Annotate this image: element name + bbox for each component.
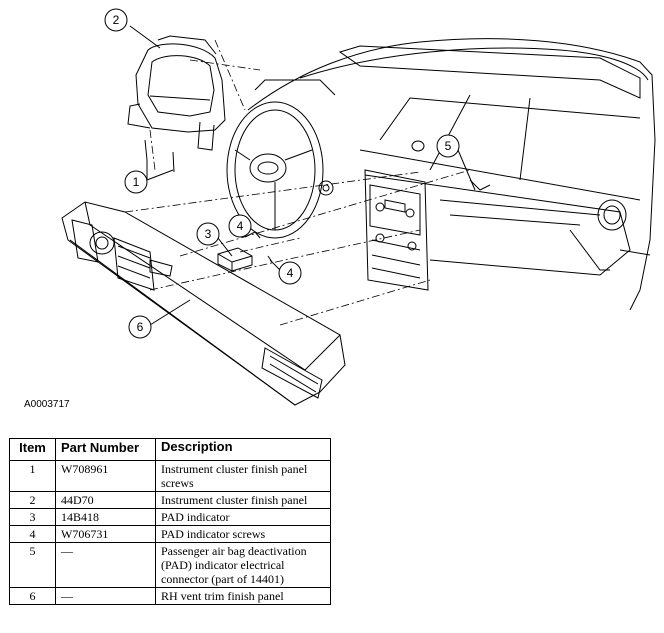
- callout-5: 5: [436, 134, 460, 158]
- leader-lines: [129, 25, 476, 326]
- description-cell: Passenger air bag deactivation (PAD) ind…: [155, 542, 331, 588]
- table-header-row: Item Part Number Description: [9, 438, 331, 461]
- part-number-cell: 44D70: [55, 491, 156, 509]
- svg-text:1: 1: [133, 175, 140, 189]
- figure-id: A0003717: [24, 399, 70, 410]
- item-cell: 5: [9, 542, 56, 588]
- radio-center-stack: [364, 169, 429, 291]
- description-cell: RH vent trim finish panel: [155, 587, 331, 605]
- item-cell: 2: [9, 491, 56, 509]
- svg-text:2: 2: [113, 13, 120, 27]
- svg-text:4: 4: [287, 266, 294, 280]
- header-item: Item: [9, 438, 56, 461]
- steering-wheel: [226, 79, 336, 239]
- item-cell: 3: [9, 508, 56, 526]
- item-cell: 6: [9, 587, 56, 605]
- header-part-number: Part Number: [55, 438, 156, 461]
- table-row: 1 W708961 Instrument cluster finish pane…: [9, 460, 331, 492]
- part-number-cell: —: [55, 587, 156, 605]
- callout-3: 3: [196, 222, 220, 246]
- table-row: 3 14B418 PAD indicator: [9, 508, 331, 526]
- instrument-cluster-finish-panel: [127, 35, 226, 151]
- callout-4a: 4: [228, 214, 252, 238]
- table-row: 5 — Passenger air bag deactivation (PAD)…: [9, 542, 331, 588]
- table-row: 4 W706731 PAD indicator screws: [9, 525, 331, 543]
- rh-vent-trim-finish-panel: [61, 201, 346, 406]
- svg-text:5: 5: [445, 139, 452, 153]
- table-row: 6 — RH vent trim finish panel: [9, 587, 331, 605]
- part-number-cell: W706731: [55, 525, 156, 543]
- pad-indicator: [217, 247, 253, 272]
- description-cell: Instrument cluster finish panel: [155, 491, 331, 509]
- table-row: 2 44D70 Instrument cluster finish panel: [9, 491, 331, 509]
- parts-table: Item Part Number Description 1 W708961 I…: [9, 438, 331, 605]
- description-cell: Instrument cluster finish panel screws: [155, 460, 331, 492]
- description-cell: PAD indicator: [155, 508, 331, 526]
- svg-text:6: 6: [137, 320, 144, 334]
- callout-6: 6: [128, 315, 152, 339]
- description-cell: PAD indicator screws: [155, 525, 331, 543]
- item-cell: 1: [9, 460, 56, 492]
- svg-text:3: 3: [205, 227, 212, 241]
- item-cell: 4: [9, 525, 56, 543]
- callout-4b: 4: [278, 261, 302, 285]
- alignment-lines: [124, 39, 471, 326]
- callout-1: 1: [124, 170, 148, 194]
- callout-2: 2: [104, 8, 128, 32]
- exploded-view-diagram: 2 1 3 4 4 5 6: [61, 8, 656, 406]
- part-number-cell: 14B418: [55, 508, 156, 526]
- part-number-cell: —: [55, 542, 156, 588]
- instrument-panel: [247, 38, 656, 311]
- header-description: Description: [155, 438, 331, 461]
- part-number-cell: W708961: [55, 460, 156, 492]
- svg-text:4: 4: [237, 219, 244, 233]
